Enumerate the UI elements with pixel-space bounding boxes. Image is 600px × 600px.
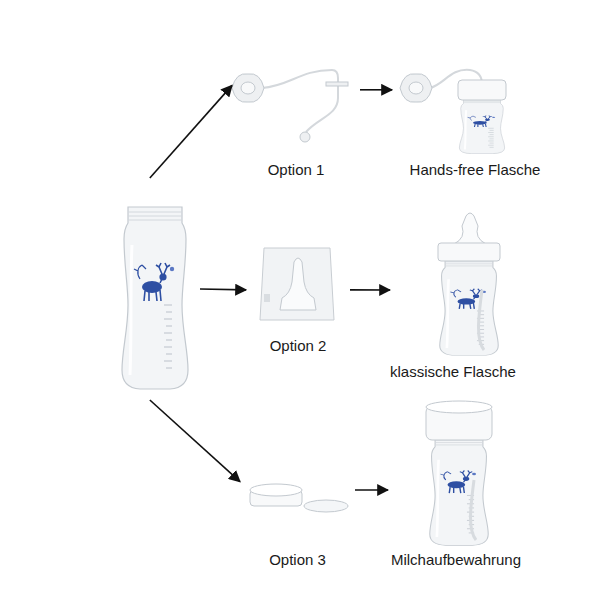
bottle-cap <box>458 80 506 100</box>
bottle-straw <box>479 290 485 350</box>
option-item: Option 3 <box>240 478 355 570</box>
item-caption: Option 3 <box>240 551 355 568</box>
flow-arrow <box>150 400 240 482</box>
bottle-body <box>122 207 188 389</box>
pacifier-shield <box>400 74 432 102</box>
flow-arrow <box>360 89 392 91</box>
teat <box>454 213 486 244</box>
item-caption: Hands-free Flasche <box>392 161 558 178</box>
tube-weight <box>300 132 310 142</box>
bottle-body <box>430 437 488 545</box>
flow-arrow <box>350 289 390 291</box>
housing-clip <box>264 294 270 302</box>
product-item: Milchaufbewahrung <box>388 398 524 570</box>
flow-arrow <box>200 288 246 291</box>
bottle-body <box>440 259 498 355</box>
sealing-disc <box>304 500 348 512</box>
flow-arrow <box>150 85 232 178</box>
pacifier-shield <box>232 74 264 102</box>
pacifier-nipple <box>409 82 423 94</box>
item-caption: Option 2 <box>246 337 350 354</box>
product-item: klassische Flasche <box>390 210 510 382</box>
teat-housing <box>260 248 334 320</box>
lid-top <box>250 484 302 496</box>
tube-connector <box>326 82 348 86</box>
bottle-body <box>459 99 504 154</box>
pacifier-nipple <box>241 82 255 94</box>
bottle-part <box>112 178 200 400</box>
option-item: Option 1 <box>232 70 360 180</box>
flow-arrow <box>355 489 388 491</box>
product-item: Hands-free Flasche <box>392 70 558 180</box>
lid-top <box>426 401 492 413</box>
item-caption: Milchaufbewahrung <box>388 551 524 568</box>
item-caption: Option 1 <box>232 161 360 178</box>
teat <box>280 258 316 310</box>
option-item: Option 2 <box>246 238 350 356</box>
bottle-collar <box>438 243 500 261</box>
item-caption: klassische Flasche <box>390 363 510 380</box>
drinking-tube <box>262 70 338 132</box>
bottle-straw <box>471 480 477 540</box>
